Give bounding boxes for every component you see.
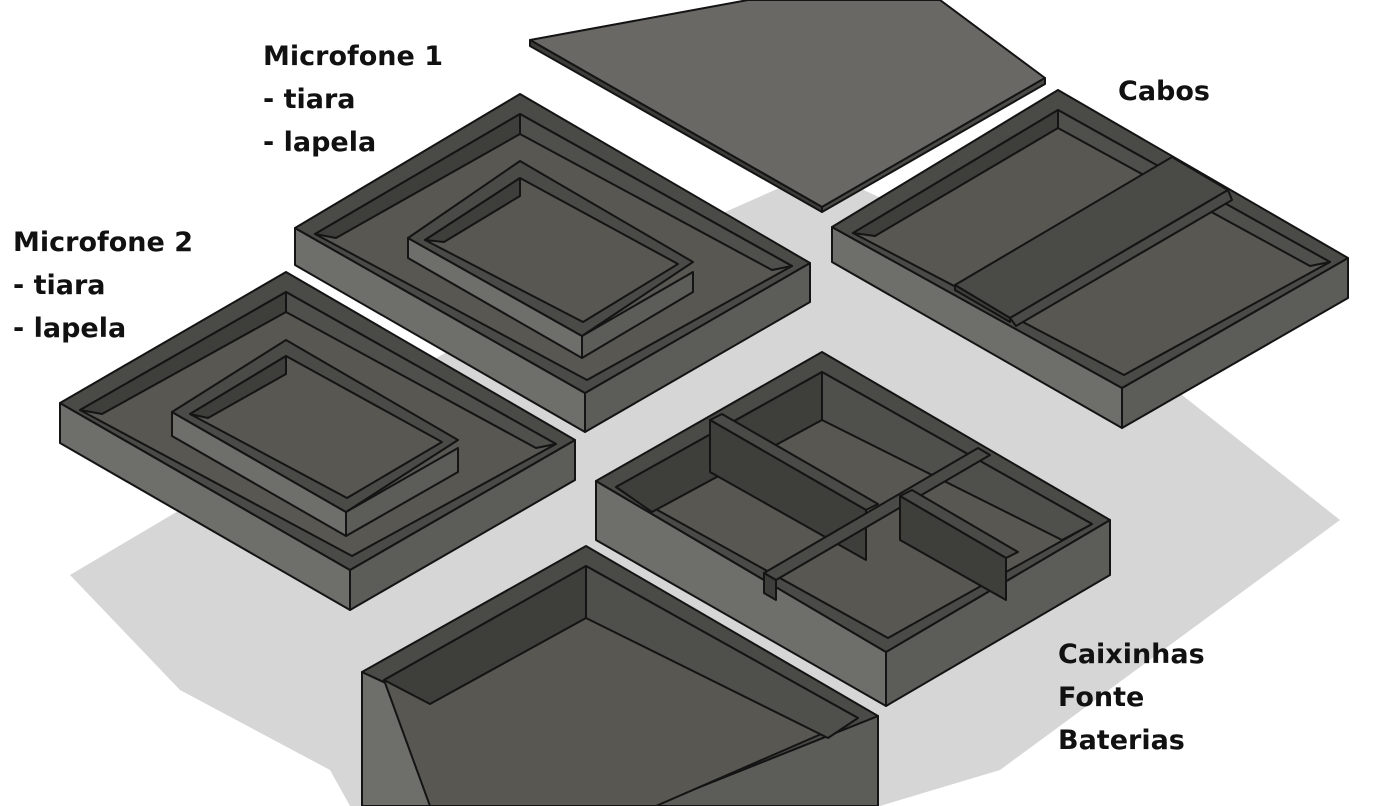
small-boxes-divider-long-face	[709, 419, 867, 561]
label-small-boxes-caixinhas: Caixinhas	[1058, 639, 1205, 670]
lid-edge-right	[821, 77, 1046, 213]
label-mic2: Microfone 2 - tiara - lapela	[13, 221, 193, 350]
mic2-inner-box-right-face	[345, 447, 459, 537]
mic1-tray	[294, 93, 811, 433]
mic1-inner-box-wall	[424, 177, 521, 243]
cables-divider-2-top	[1009, 189, 1233, 327]
mic1-inner-box-right-face	[581, 271, 694, 359]
label-small-boxes-baterias: Baterias	[1058, 725, 1185, 756]
label-small-boxes: Caixinhas Fonte Baterias	[1058, 633, 1205, 762]
label-cables-title: Cabos	[1118, 76, 1210, 107]
label-small-boxes-fonte: Fonte	[1058, 682, 1145, 713]
small-boxes-divider-cross-face	[763, 572, 777, 601]
large-box	[361, 545, 879, 806]
small-boxes-divider-short-face	[899, 495, 1007, 601]
label-mic2-item-lapela: - lapela	[13, 313, 127, 344]
label-mic1: Microfone 1 - tiara - lapela	[263, 35, 443, 164]
label-mic2-title: Microfone 2	[13, 227, 194, 258]
large-box-inner-right	[585, 565, 859, 739]
small-boxes-tray	[595, 351, 1111, 707]
label-mic1-item-lapela: - lapela	[263, 127, 377, 158]
lid-panel	[529, 0, 1046, 213]
label-mic1-title: Microfone 1	[263, 41, 444, 72]
small-boxes-tray-inner-right	[821, 371, 1093, 541]
mic2-tray	[59, 271, 576, 611]
mic2-tray-inner-right	[285, 291, 557, 449]
mic1-tray-inner-right	[519, 113, 793, 271]
label-cables: Cabos	[1118, 70, 1210, 113]
mic2-inner-box-wall	[189, 355, 287, 419]
cables-tray	[831, 89, 1349, 429]
label-mic1-item-tiara: - tiara	[263, 84, 356, 115]
label-mic2-item-tiara: - tiara	[13, 270, 106, 301]
cables-divider-1-face	[954, 284, 1011, 323]
